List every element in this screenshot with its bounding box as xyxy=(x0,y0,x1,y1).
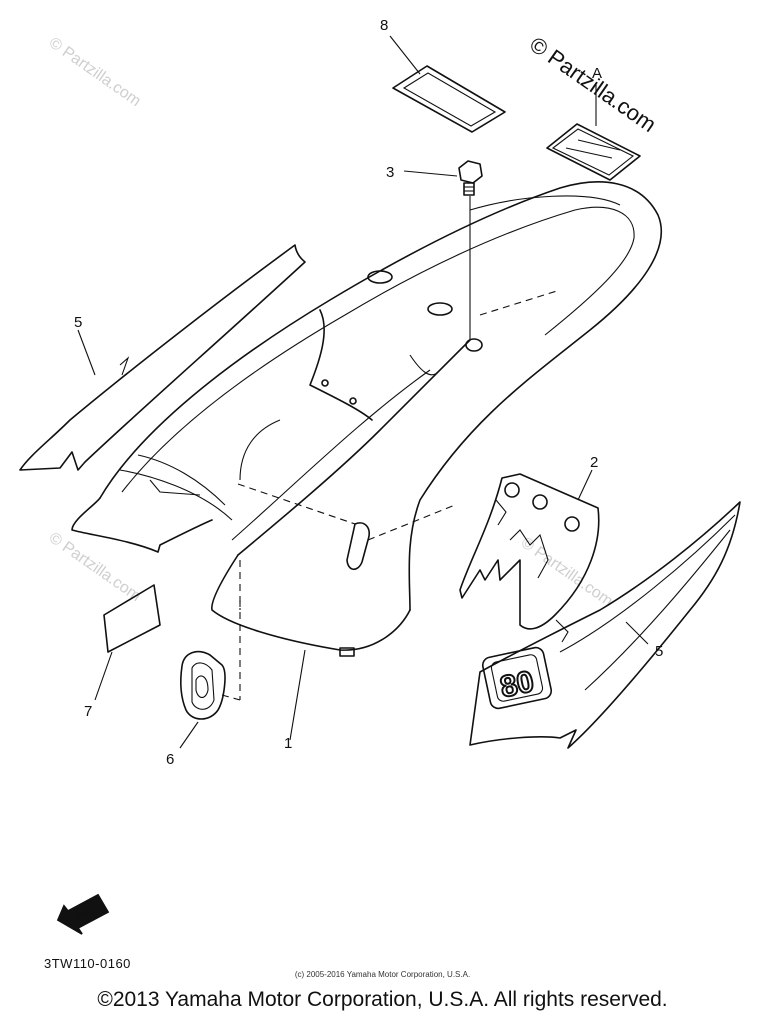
part-5-left-graphic xyxy=(19,244,306,471)
footer-copyright: ©2013 Yamaha Motor Corporation, U.S.A. A… xyxy=(97,988,668,1011)
part-5-right-graphic: 80 xyxy=(469,501,741,749)
callout-5-left: 5 xyxy=(74,314,82,331)
callout-a: A xyxy=(592,65,602,82)
part-7-plate xyxy=(94,584,161,701)
part-8-label-plate xyxy=(389,35,506,133)
small-copyright: (c) 2005-2016 Yamaha Motor Corporation, … xyxy=(294,970,471,979)
watermark-mid-left: © Partzilla.com xyxy=(46,529,144,605)
part-a-caution-label xyxy=(546,84,641,181)
emblem-80: 80 xyxy=(497,665,537,704)
callout-7: 7 xyxy=(84,703,92,720)
part-3-bolt xyxy=(403,160,483,340)
callout-8: 8 xyxy=(380,17,388,34)
part-2-side-cover xyxy=(459,469,600,630)
part-1-rear-fender xyxy=(71,181,663,741)
part-6-grommet xyxy=(179,650,241,749)
fwd-arrow-icon: FWD xyxy=(56,893,110,935)
callout-2: 2 xyxy=(590,454,598,471)
callout-5-right: 5 xyxy=(655,643,663,660)
callout-6: 6 xyxy=(166,751,174,768)
watermark-top-right: © Partzilla.com xyxy=(525,32,661,138)
callout-3: 3 xyxy=(386,164,394,181)
watermark-mid-right: © Partzilla.com xyxy=(518,534,616,610)
diagram-code: 3TW110-0160 xyxy=(44,956,131,971)
watermark-top-left: © Partzilla.com xyxy=(46,34,144,110)
callout-1: 1 xyxy=(284,735,292,752)
